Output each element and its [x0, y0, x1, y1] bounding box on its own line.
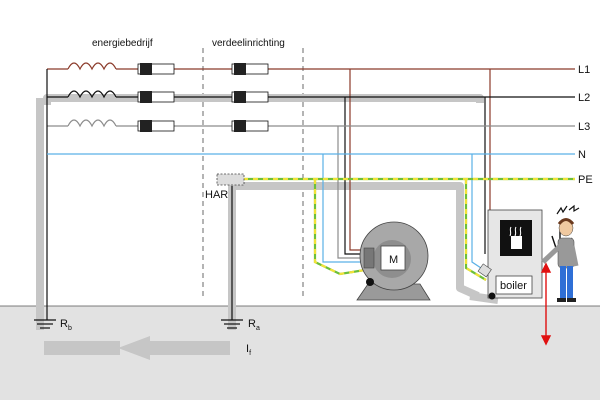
fault-current-arrow	[118, 336, 230, 360]
label-ra: Ra	[248, 318, 260, 332]
label-l3: L3	[578, 121, 590, 133]
conductor-l3	[47, 119, 575, 259]
fault-current-bottom-bar	[44, 341, 120, 355]
touch-voltage-arrow	[540, 262, 552, 346]
fault-current-path	[36, 94, 499, 330]
header-energy-company: energiebedrijf	[92, 38, 153, 49]
motor	[356, 221, 431, 301]
label-l1: L1	[578, 64, 590, 76]
label-if: If	[246, 343, 251, 357]
earth-electrode-rb	[34, 319, 56, 329]
conductor-pe	[243, 177, 575, 281]
label-rb: Rb	[60, 318, 72, 332]
header-distribution: verdeelinrichting	[212, 38, 285, 49]
fuses-distribution	[231, 63, 269, 132]
conductor-l2	[47, 90, 575, 255]
earth-electrode-ra	[221, 186, 243, 329]
label-pe: PE	[578, 174, 593, 186]
boiler-unit	[477, 209, 543, 300]
har-terminal	[216, 173, 245, 186]
label-n: N	[578, 149, 586, 161]
label-boiler: boiler	[500, 280, 527, 292]
person-shocked	[541, 204, 580, 302]
label-l2: L2	[578, 92, 590, 104]
conductor-n	[47, 153, 575, 271]
label-har: HAR	[205, 189, 228, 201]
label-motor: M	[389, 254, 398, 266]
fuses-energy-company	[137, 63, 175, 132]
